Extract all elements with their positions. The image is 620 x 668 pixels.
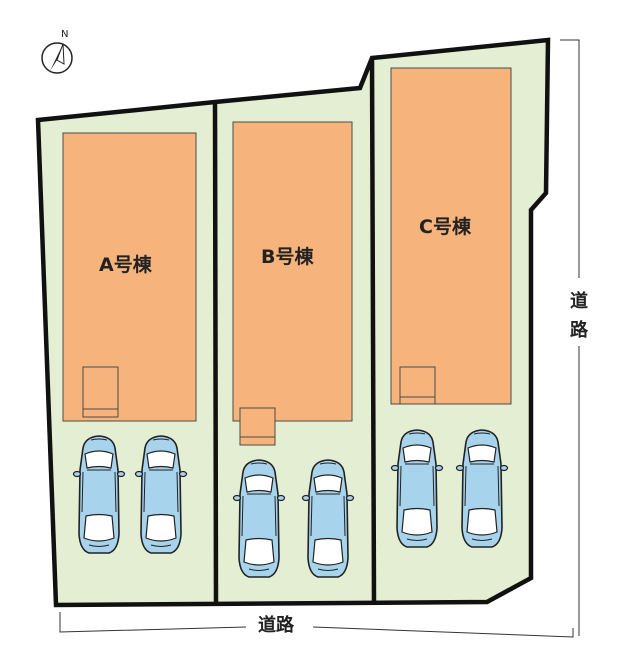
entrance-a [82, 366, 119, 418]
right-road: 道 路 [560, 39, 589, 636]
house-c [390, 67, 512, 405]
building-label-b: B号棟 [261, 245, 314, 268]
north-arrow-icon: N [41, 29, 73, 74]
site-boundary [35, 37, 551, 608]
building-label-c: C号棟 [419, 215, 472, 238]
entrance-c [399, 366, 436, 405]
entrance-b [239, 407, 276, 446]
lot-divider-ab [212, 101, 219, 606]
right-road-label-bottom: 路 [570, 319, 589, 341]
house-b [232, 121, 353, 422]
building-label-a: A号棟 [99, 253, 153, 276]
north-label: N [61, 29, 68, 40]
right-road-label-top: 道 [570, 290, 588, 312]
lot-divider-bc [369, 57, 377, 605]
bottom-road-label: 道路 [258, 614, 295, 636]
bottom-road: 道路 [59, 612, 574, 638]
